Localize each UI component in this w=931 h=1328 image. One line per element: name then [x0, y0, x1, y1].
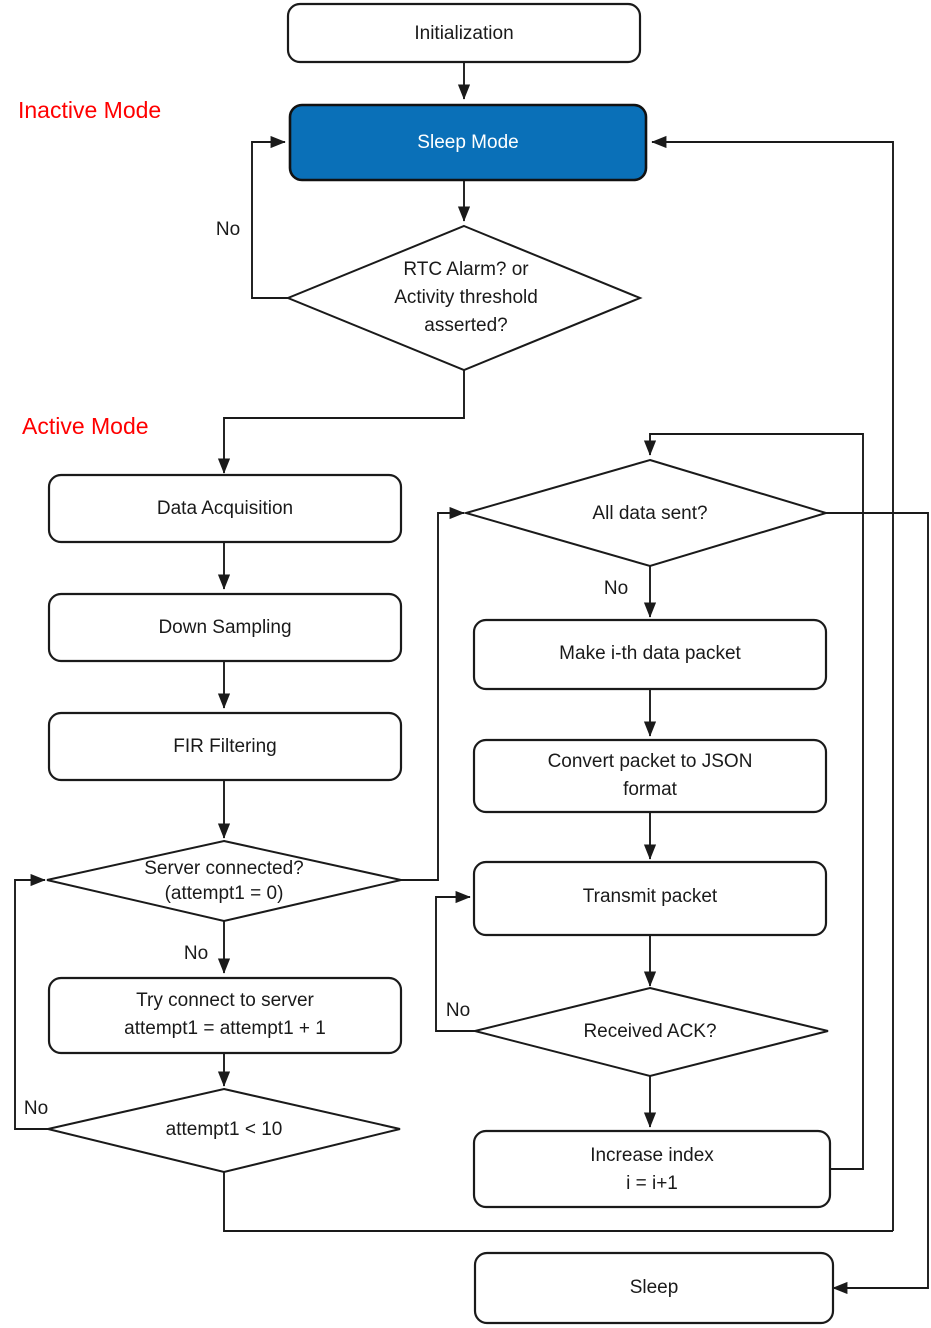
edge-received-ack-no-to-transmit-packet: [435, 890, 476, 1032]
node-down-sampling[interactable]: Down Sampling: [47, 592, 403, 663]
data-acquisition-shape: [47, 473, 403, 544]
make-packet-shape: [472, 618, 828, 691]
rtc-alarm-label-line2: Activity threshold: [394, 287, 538, 308]
edge-label-server-no: No: [184, 943, 208, 964]
edge-attempt-check-no-to-server-connected: [14, 873, 62, 1130]
edge-label-rtc-no: No: [216, 219, 240, 240]
attempt-check-label: attempt1 < 10: [166, 1119, 283, 1140]
down-sampling-shape: [47, 592, 403, 663]
node-data-acquisition[interactable]: Data Acquisition: [47, 473, 403, 544]
make-packet-label: Make i-th data packet: [559, 643, 741, 664]
node-try-connect[interactable]: Try connect to server attempt1 = attempt…: [47, 976, 403, 1055]
mode-label-active: Active Mode: [22, 413, 149, 439]
edge-rtc-alarm-no-to-sleep-mode: [251, 135, 288, 299]
node-attempt-check[interactable]: attempt1 < 10: [47, 1087, 401, 1174]
increase-index-label-line1: Increase index: [590, 1145, 714, 1166]
rtc-alarm-shape: [285, 224, 643, 372]
edge-server-connected-to-all-data-sent: [401, 506, 465, 881]
received-ack-label: Received ACK?: [583, 1021, 716, 1042]
node-fir-filtering[interactable]: FIR Filtering: [47, 711, 403, 782]
edge-layer: [14, 62, 929, 1295]
node-sleep-mode[interactable]: Sleep Mode: [288, 103, 648, 182]
node-server-connected[interactable]: Server connected? (attempt1 = 0): [46, 839, 402, 923]
try-connect-label-line2: attempt1 = attempt1 + 1: [124, 1018, 326, 1039]
edge-sleep-to-sleep-mode: [651, 135, 894, 1231]
node-convert-json[interactable]: Convert packet to JSON format: [472, 738, 828, 814]
rtc-alarm-label-line3: asserted?: [424, 315, 507, 336]
transmit-packet-label: Transmit packet: [583, 886, 718, 907]
increase-index-shape: [472, 1129, 832, 1209]
edge-attempt-check-to-sleep: [223, 1172, 893, 1232]
transmit-packet-shape: [472, 860, 828, 937]
server-connected-label-line2: (attempt1 = 0): [165, 883, 284, 904]
node-initialization[interactable]: Initialization: [286, 2, 642, 64]
all-data-sent-label: All data sent?: [592, 503, 707, 524]
server-connected-label-line1: Server connected?: [144, 858, 304, 879]
sleep-mode-label: Sleep Mode: [417, 132, 518, 153]
received-ack-shape: [474, 986, 829, 1078]
data-acquisition-label: Data Acquisition: [157, 498, 293, 519]
node-make-packet[interactable]: Make i-th data packet: [472, 618, 828, 691]
node-sleep[interactable]: Sleep: [473, 1251, 835, 1325]
fir-filtering-shape: [47, 711, 403, 782]
convert-json-shape: [472, 738, 828, 814]
node-received-ack[interactable]: Received ACK?: [474, 986, 829, 1078]
initialization-label: Initialization: [414, 23, 513, 44]
convert-json-label-line1: Convert packet to JSON: [548, 751, 753, 772]
edge-rtc-alarm-to-data-acquisition: [217, 370, 465, 474]
node-rtc-alarm[interactable]: RTC Alarm? or Activity threshold asserte…: [285, 224, 643, 372]
node-increase-index[interactable]: Increase index i = i+1: [472, 1129, 832, 1209]
sleep-mode-shape: [288, 103, 648, 182]
sleep-shape: [473, 1251, 835, 1325]
all-data-sent-shape: [462, 458, 830, 568]
convert-json-label-line2: format: [623, 779, 678, 800]
attempt-check-shape: [47, 1087, 401, 1174]
initialization-shape: [286, 2, 642, 64]
node-all-data-sent[interactable]: All data sent?: [462, 458, 830, 568]
edge-all-data-sent-to-sleep: [826, 512, 929, 1295]
edge-label-ack-no: No: [446, 1000, 470, 1021]
try-connect-shape: [47, 976, 403, 1055]
increase-index-label-line2: i = i+1: [626, 1173, 678, 1194]
mode-label-inactive: Inactive Mode: [18, 97, 161, 123]
edge-label-attempt-no: No: [24, 1098, 48, 1119]
sleep-label: Sleep: [630, 1277, 679, 1298]
try-connect-label-line1: Try connect to server: [136, 990, 314, 1011]
node-transmit-packet[interactable]: Transmit packet: [472, 860, 828, 937]
rtc-alarm-label-line1: RTC Alarm? or: [403, 259, 529, 280]
edge-label-alldata-no: No: [604, 578, 628, 599]
fir-filtering-label: FIR Filtering: [173, 736, 276, 757]
edge-increase-index-to-all-data-sent: [643, 433, 864, 1170]
server-connected-shape: [46, 839, 402, 923]
down-sampling-label: Down Sampling: [158, 617, 291, 638]
